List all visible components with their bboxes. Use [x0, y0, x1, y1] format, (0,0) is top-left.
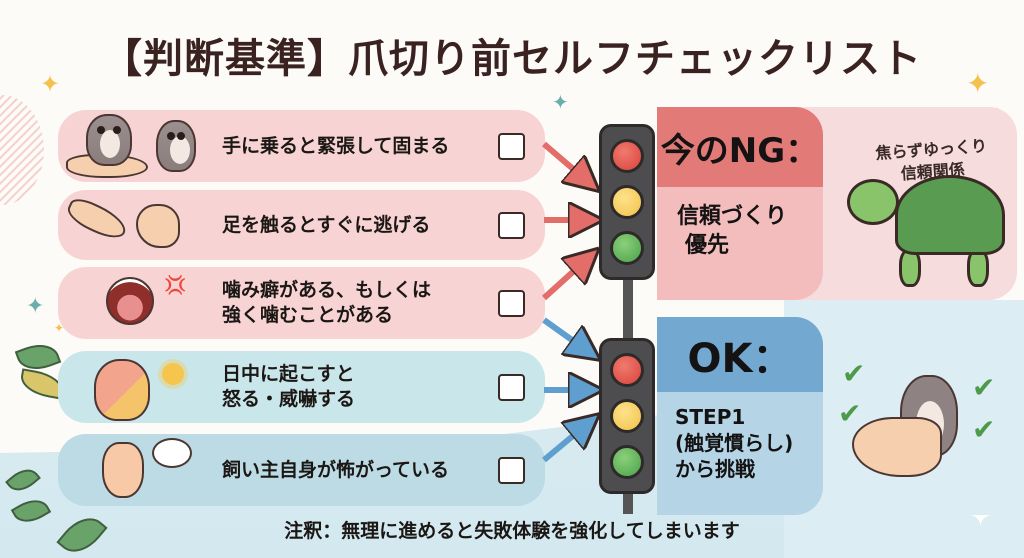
- red-lamp-icon: [610, 353, 644, 387]
- reaching-hand-icon: [63, 194, 131, 244]
- ng-heading: 今のNG：: [657, 107, 823, 187]
- ok-result-panel: OK： STEP1 (触覚慣らし) から挑戦 ✔ ✔ ✔ ✔: [657, 317, 1017, 515]
- checklist-item-text: 噛み癖がある、もしくは 強く噛むことがある: [222, 279, 432, 326]
- sparkle-icon: ✦: [40, 70, 61, 98]
- page-title: 【判断基準】爪切り前セルフチェックリスト: [102, 35, 922, 82]
- checklist-item-text: 手に乗ると緊張して固まる: [222, 134, 450, 157]
- sugar-glider-icon: [86, 114, 132, 166]
- green-lamp-icon: [610, 231, 644, 265]
- anger-mark-icon: 💢: [164, 275, 187, 296]
- checkmark-icon: ✔: [972, 413, 996, 446]
- checkmark-icon: ✔: [838, 397, 862, 430]
- checklist-item[interactable]: 足を触るとすぐに逃げる: [58, 190, 545, 260]
- checkmark-icon: ✔: [842, 357, 866, 390]
- sun-icon: [162, 363, 184, 385]
- green-lamp-icon: [610, 445, 644, 479]
- checklist-item[interactable]: 飼い主自身が怖がっている: [58, 434, 545, 506]
- hand-holding-sugar-glider-illustration: ✔ ✔ ✔ ✔: [838, 357, 1012, 507]
- ng-body: 信頼づくり 優先: [677, 204, 788, 258]
- sparkle-icon: ✦: [966, 67, 990, 100]
- striped-circle-decoration: [0, 95, 44, 205]
- ok-result-card: OK： STEP1 (触覚慣らし) から挑戦: [657, 317, 823, 515]
- traffic-light-pole: [623, 270, 633, 350]
- scared-hand-icon: [102, 442, 144, 498]
- holding-hand-icon: [852, 417, 942, 477]
- turtle-icon: [847, 175, 1007, 295]
- ng-result-card: 今のNG： 信頼づくり 優先: [657, 107, 823, 300]
- sparkle-icon: ✦: [54, 321, 65, 335]
- sparkle-icon: ✦: [26, 294, 45, 319]
- blanket-wrapped-glider-icon: [94, 359, 150, 421]
- checklist-item[interactable]: 日中に起こすと 怒る・威嚇する: [58, 351, 545, 423]
- checkbox[interactable]: [498, 373, 525, 401]
- checkbox[interactable]: [498, 289, 525, 317]
- ok-traffic-light: [599, 338, 655, 494]
- ng-traffic-light: [599, 124, 655, 280]
- checkbox[interactable]: [498, 456, 525, 484]
- checkmark-icon: ✔: [972, 371, 996, 404]
- checkbox[interactable]: [498, 132, 525, 160]
- connector-arrows: [541, 141, 610, 463]
- ok-body: STEP1 (触覚慣らし) から挑戦: [675, 405, 794, 481]
- biting-mouth-illustration: 💢: [58, 267, 208, 339]
- checklist-item-text: 足を触るとすぐに逃げる: [222, 213, 431, 236]
- checkbox[interactable]: [498, 211, 525, 239]
- hand-touching-foot-illustration: [58, 190, 208, 260]
- sugar-glider-icon: [156, 120, 196, 172]
- checklist-item[interactable]: 💢 噛み癖がある、もしくは 強く噛むことがある: [58, 267, 545, 339]
- checklist-item-text: 飼い主自身が怖がっている: [222, 458, 450, 481]
- scared-owner-illustration: [58, 434, 208, 506]
- open-mouth-icon: [106, 277, 154, 325]
- checklist-item[interactable]: 手に乗ると緊張して固まる: [58, 110, 545, 182]
- blue-arrow-icon: [542, 317, 586, 463]
- checklist-item-text: 日中に起こすと 怒る・威嚇する: [222, 363, 356, 410]
- footnote: 注釈：無理に進めると失敗体験を強化してしまいます: [284, 520, 740, 542]
- thought-bubble-icon: [152, 438, 192, 468]
- yellow-lamp-icon: [610, 399, 644, 433]
- tense-sugar-gliders-illustration: [58, 110, 208, 182]
- sleepy-glider-illustration: [58, 351, 208, 423]
- ng-result-panel: 今のNG： 信頼づくり 優先 焦らずゆっくり 信頼関係: [657, 107, 1017, 300]
- red-lamp-icon: [610, 139, 644, 173]
- red-arrow-icon: [541, 141, 586, 301]
- ok-heading: OK：: [657, 317, 823, 392]
- yellow-lamp-icon: [610, 185, 644, 219]
- sparkle-icon: ✦: [552, 90, 569, 114]
- traffic-light-pole: [623, 490, 633, 514]
- foot-icon: [136, 204, 180, 248]
